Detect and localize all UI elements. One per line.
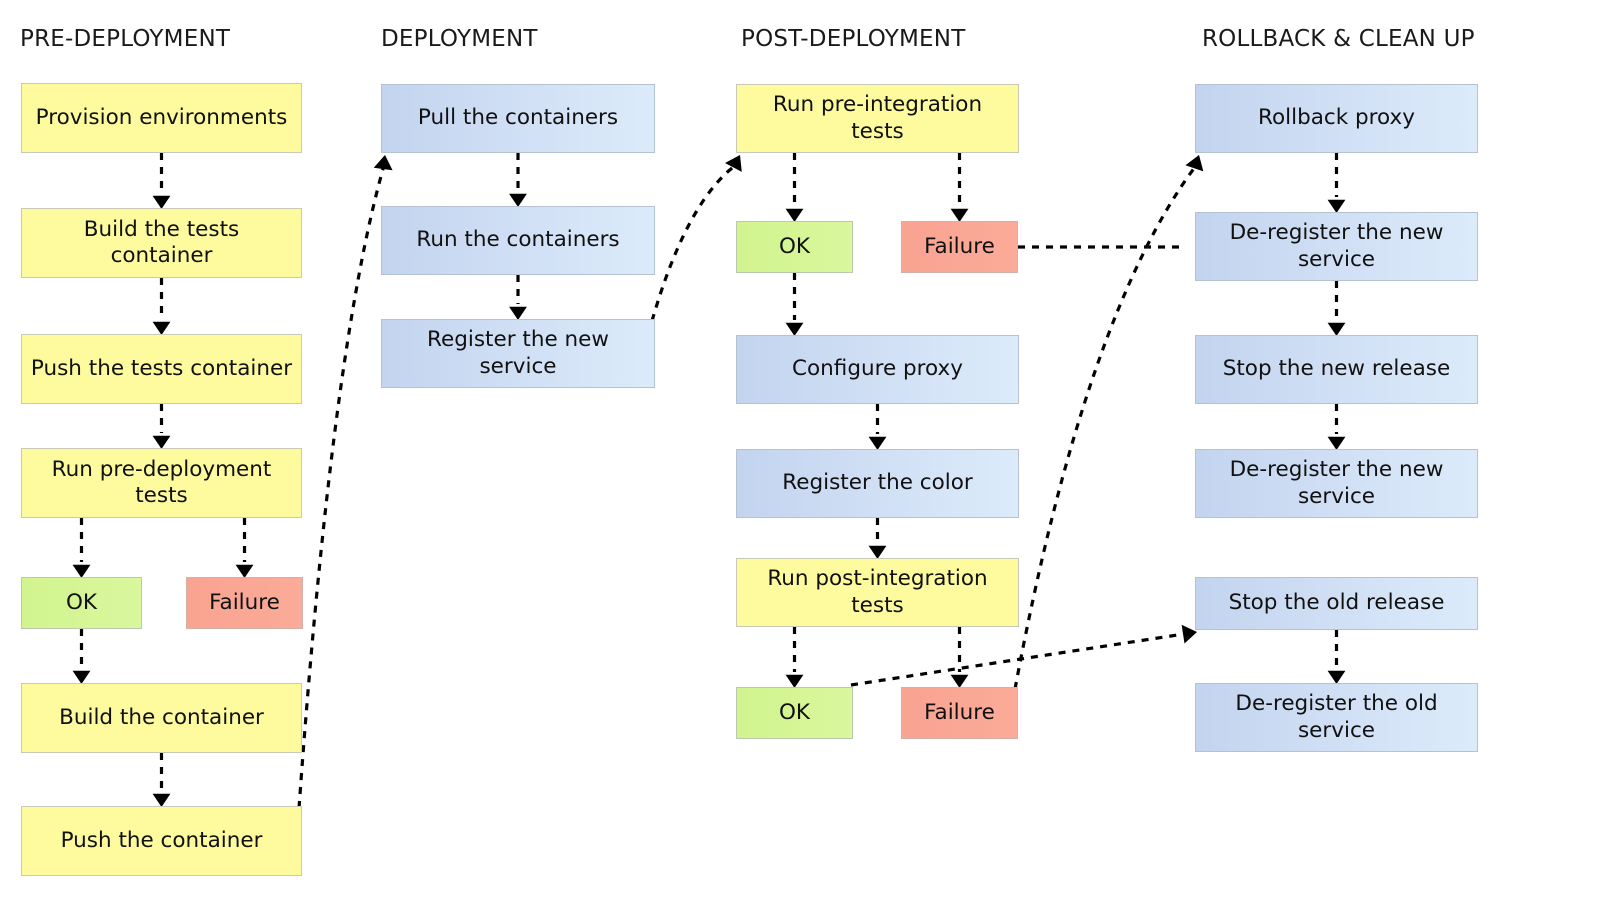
node-label-push-container: Push the container: [60, 827, 263, 853]
node-post-pre-failure[interactable]: Failure: [901, 221, 1018, 273]
node-run-post-integration-tests[interactable]: Run post-integration tests: [736, 558, 1019, 627]
node-configure-proxy[interactable]: Configure proxy: [736, 335, 1019, 404]
node-run-containers[interactable]: Run the containers: [381, 206, 655, 275]
node-deregister-new-service-1[interactable]: De-register the new service: [1195, 212, 1478, 281]
node-label-post-post-ok: OK: [778, 699, 811, 725]
node-post-pre-ok[interactable]: OK: [736, 221, 853, 273]
node-rollback-proxy[interactable]: Rollback proxy: [1195, 84, 1478, 153]
node-label-stop-new-release: Stop the new release: [1222, 356, 1451, 382]
node-run-pre-integration-tests[interactable]: Run pre-integration tests: [736, 84, 1019, 153]
node-label-post-pre-failure: Failure: [924, 233, 995, 259]
node-label-post-pre-ok: OK: [778, 233, 811, 259]
node-label-configure-proxy: Configure proxy: [792, 356, 963, 382]
node-label-build-tests-container: Build the tests container: [83, 216, 240, 268]
node-post-post-failure[interactable]: Failure: [901, 687, 1018, 739]
node-label-deregister-old-service: De-register the old service: [1235, 691, 1438, 743]
node-label-run-containers: Run the containers: [416, 227, 620, 253]
node-deregister-new-service-2[interactable]: De-register the new service: [1195, 449, 1478, 518]
node-provision-environments[interactable]: Provision environments: [21, 83, 302, 153]
node-label-deregister-new-service-2: De-register the new service: [1229, 457, 1444, 509]
node-deregister-old-service[interactable]: De-register the old service: [1195, 683, 1478, 752]
node-stop-old-release[interactable]: Stop the old release: [1195, 577, 1478, 630]
node-label-run-post-integration-tests: Run post-integration tests: [767, 566, 988, 618]
node-push-tests-container[interactable]: Push the tests container: [21, 334, 302, 404]
node-register-the-color[interactable]: Register the color: [736, 449, 1019, 518]
node-label-register-the-color: Register the color: [782, 470, 973, 496]
column-title-pre-deployment: PRE-DEPLOYMENT: [20, 26, 231, 52]
column-title-rollback: ROLLBACK & CLEAN UP: [1202, 26, 1475, 52]
node-post-post-ok[interactable]: OK: [736, 687, 853, 739]
node-run-pre-deployment-tests[interactable]: Run pre-deployment tests: [21, 448, 302, 518]
node-label-pre-ok: OK: [65, 589, 98, 615]
node-pull-containers[interactable]: Pull the containers: [381, 84, 655, 153]
node-stop-new-release[interactable]: Stop the new release: [1195, 335, 1478, 404]
node-push-container[interactable]: Push the container: [21, 806, 302, 876]
node-label-register-new-service: Register the new service: [427, 327, 609, 379]
node-label-pre-failure: Failure: [209, 589, 280, 615]
node-label-push-tests-container: Push the tests container: [30, 355, 293, 381]
node-build-tests-container[interactable]: Build the tests container: [21, 208, 302, 278]
node-label-rollback-proxy: Rollback proxy: [1258, 105, 1415, 131]
node-build-container[interactable]: Build the container: [21, 683, 302, 753]
node-label-pull-containers: Pull the containers: [417, 105, 619, 131]
node-label-post-post-failure: Failure: [924, 699, 995, 725]
node-pre-failure[interactable]: Failure: [186, 577, 303, 629]
column-title-deployment: DEPLOYMENT: [381, 26, 538, 52]
node-register-new-service[interactable]: Register the new service: [381, 319, 655, 388]
node-pre-ok[interactable]: OK: [21, 577, 142, 629]
node-label-build-container: Build the container: [59, 704, 264, 730]
node-label-deregister-new-service-1: De-register the new service: [1229, 220, 1444, 272]
node-label-stop-old-release: Stop the old release: [1228, 590, 1445, 616]
node-label-provision-environments: Provision environments: [35, 104, 288, 130]
node-label-run-pre-integration-tests: Run pre-integration tests: [772, 92, 983, 144]
node-label-run-pre-deployment-tests: Run pre-deployment tests: [51, 456, 272, 508]
column-title-post-deployment: POST-DEPLOYMENT: [741, 26, 966, 52]
